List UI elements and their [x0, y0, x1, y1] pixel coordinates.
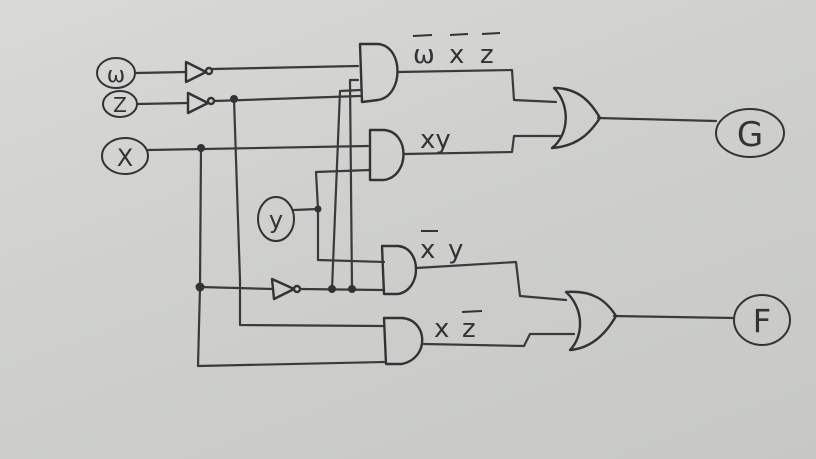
wires	[134, 64, 736, 368]
and-gate-xy	[368, 128, 405, 182]
not-gate-z	[186, 91, 216, 115]
term-wbar-xbar-zbar-z: z	[480, 40, 494, 70]
term-label-xbar-y: x y	[420, 230, 463, 265]
input-z: Z	[102, 90, 138, 118]
and-gate-x-zbar	[382, 316, 424, 366]
input-z-label: Z	[113, 93, 127, 117]
term-label-xy: xy	[420, 125, 451, 155]
input-x-label: X	[117, 144, 133, 172]
term-xbar-y-y: y	[448, 235, 463, 265]
or-gate-g	[550, 86, 602, 150]
term-x-zbar-z: z	[462, 314, 476, 344]
input-w: ω	[96, 57, 136, 89]
not-gate-w	[184, 60, 214, 84]
input-w-label: ω	[107, 63, 125, 88]
junction-dots	[195, 95, 356, 293]
or-gate-f	[564, 290, 618, 352]
input-y-label: y	[269, 206, 283, 234]
term-wbar-xbar-zbar-w: ω	[413, 40, 435, 70]
output-f: F	[733, 294, 791, 346]
input-x: X	[101, 137, 149, 175]
output-g: G	[715, 108, 785, 158]
term-xbar-y-x: x	[420, 235, 435, 265]
and-gate-wxz	[358, 42, 399, 104]
term-wbar-xbar-zbar-x: x	[449, 40, 464, 70]
and-gate-xbar-y	[380, 244, 418, 296]
term-label-x-zbar: x z	[434, 310, 483, 344]
output-g-label: G	[737, 115, 763, 155]
not-gate-x	[270, 277, 302, 301]
input-y: y	[257, 196, 295, 242]
term-x-zbar-x: x	[434, 314, 449, 344]
output-f-label: F	[753, 302, 771, 340]
term-label-wbar-xbar-zbar: ω x z	[412, 32, 501, 70]
